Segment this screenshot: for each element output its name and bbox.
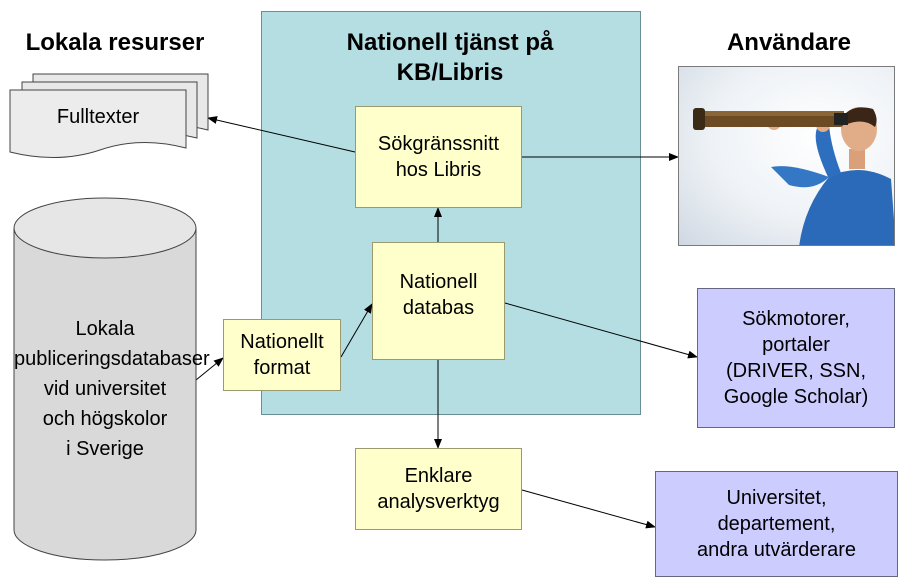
national-database-box: Nationell databas [372, 242, 505, 360]
person-with-telescope-icon [693, 107, 894, 245]
arrow-tools-to-evaluators [521, 489, 656, 529]
local-databases-label: Lokala publiceringsdatabaser vid univers… [14, 318, 210, 460]
arrow-search-to-fulltext [207, 116, 356, 153]
search-interface-box: Sökgränssnitt hos Libris [355, 106, 522, 208]
arrow-localdb-to-format [195, 357, 224, 381]
heading-local-resources: Lokala resurser [25, 29, 205, 56]
fulltext-label: Fulltexter [56, 106, 140, 128]
user-photo [678, 66, 895, 246]
national-format-box: Nationellt format [223, 319, 341, 391]
heading-national-service: Nationell tjänst på KB/Libris [346, 29, 554, 86]
heading-users: Användare [726, 29, 852, 56]
arrow-format-to-database [340, 303, 373, 358]
analysis-tools-box: Enklare analysverktyg [355, 448, 522, 530]
evaluators-box: Universitet, departement, andra utvärder… [655, 471, 898, 577]
search-engines-box: Sökmotorer, portaler (DRIVER, SSN, Googl… [697, 288, 895, 428]
arrow-database-to-engines [504, 302, 698, 359]
